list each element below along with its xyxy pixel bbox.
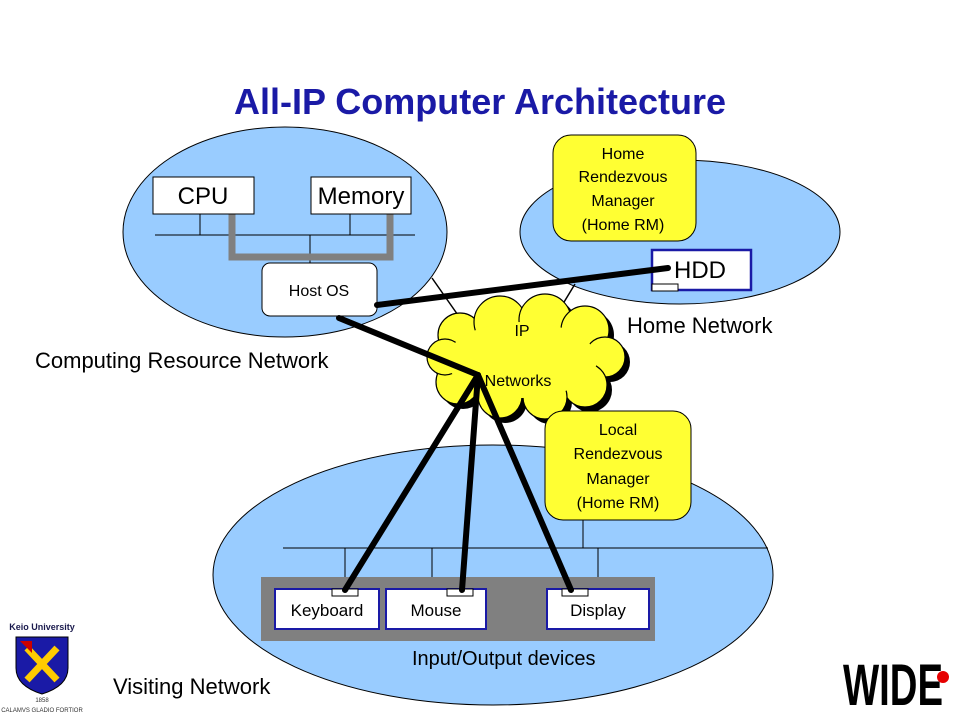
- host-os-label: Host OS: [289, 283, 349, 300]
- local-rm-line-2: Rendezvous: [574, 446, 663, 463]
- wide-logo-red-dot: [937, 671, 949, 683]
- home-rm-line-4: (Home RM): [582, 217, 665, 234]
- ip-networks-line-1: IP: [514, 323, 529, 340]
- ip-networks-line-2: Networks: [485, 373, 552, 390]
- display-port: [561, 588, 589, 597]
- ip-to-display-link: [475, 372, 574, 593]
- memory-label: Memory: [318, 183, 405, 210]
- home-rm-line-1: Home: [602, 146, 645, 163]
- local-rm-line-4: (Home RM): [577, 495, 660, 512]
- wide-logo-text: WIDE: [843, 653, 943, 718]
- hdd-label: HDD: [674, 257, 726, 284]
- keyboard-box: [274, 588, 380, 630]
- hdd-port: [651, 283, 679, 292]
- cpu-box: [152, 176, 255, 215]
- keio-year: 1858: [35, 698, 49, 704]
- keio-logo-text: Keio University: [9, 622, 75, 632]
- system-bus: [228, 214, 394, 261]
- home-rm-line-3: Manager: [591, 193, 655, 210]
- ip-to-mouse-link: [459, 372, 481, 593]
- keio-shield-corner: [20, 641, 32, 653]
- keio-university-logo: Keio University 1858 CALAMVS GLADIO FORT…: [1, 622, 83, 714]
- ip-to-keyboard-link: [342, 372, 481, 593]
- home-network-label: Home Network: [627, 313, 773, 338]
- local-rm-line-1: Local: [599, 422, 637, 439]
- io-devices-label: Input/Output devices: [412, 648, 595, 670]
- memory-box: [310, 176, 412, 215]
- keio-pen-sword-icon: [24, 645, 60, 683]
- computing-resource-network-label: Computing Resource Network: [35, 348, 329, 373]
- hostos-to-ip-link: [336, 315, 481, 378]
- home-rendezvous-manager-box: [552, 134, 697, 242]
- home-rm-line-2: Rendezvous: [579, 169, 668, 186]
- local-rm-line-3: Manager: [586, 471, 650, 488]
- wide-logo: WIDE: [843, 653, 949, 718]
- keyboard-label: Keyboard: [291, 601, 364, 620]
- visiting-network-label: Visiting Network: [113, 674, 271, 699]
- keio-motto: CALAMVS GLADIO FORTIOR: [1, 708, 83, 714]
- hostos-to-hdd-link: [374, 265, 671, 308]
- mouse-label: Mouse: [410, 601, 461, 620]
- cpu-label: CPU: [178, 183, 229, 210]
- logical-links: [336, 265, 671, 593]
- host-os-box: [261, 262, 378, 317]
- diagram-title: All-IP Computer Architecture: [234, 81, 726, 122]
- display-label: Display: [570, 601, 626, 620]
- local-rendezvous-manager-box: [544, 410, 692, 521]
